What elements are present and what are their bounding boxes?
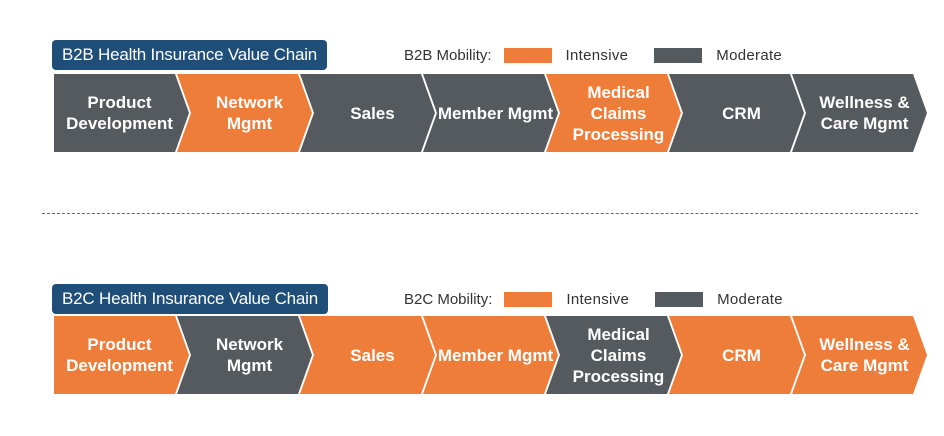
chain-step-label: Member Mgmt (437, 345, 554, 365)
intensive-swatch (504, 291, 553, 307)
chain-step: Medical Claims Processing (546, 74, 681, 152)
chain-step-label: Sales (350, 103, 395, 123)
intensive-legend-text: Intensive (566, 290, 630, 308)
chain-step-label: CRM (722, 345, 761, 365)
chain-step-label: Product Development (66, 335, 173, 375)
chain-step-label: Wellness & Care Mgmt (819, 93, 910, 133)
moderate-legend-text: Moderate (717, 290, 783, 308)
chain-step: Member Mgmt (423, 74, 558, 152)
b2b-value-chain: Product Development Network Mgmt Sales M… (0, 74, 944, 152)
chain-step-label: Member Mgmt (437, 103, 554, 123)
b2c-title: B2C Health Insurance Value Chain (52, 284, 328, 314)
chain-step: CRM (669, 74, 804, 152)
section-divider (42, 213, 918, 214)
chain-step-label: Network Mgmt (215, 335, 284, 375)
chain-step: Sales (300, 74, 435, 152)
chain-step-label: Sales (350, 345, 395, 365)
chain-step: Sales (300, 316, 435, 394)
b2c-panel: B2C Health Insurance Value Chain B2C Mob… (0, 276, 944, 436)
chain-step: Member Mgmt (423, 316, 558, 394)
b2b-title: B2B Health Insurance Value Chain (52, 40, 328, 70)
b2c-legend: B2C Mobility: Intensive Moderate (404, 288, 809, 310)
chain-step-label: Medical Claims Processing (572, 324, 665, 386)
chain-step: Wellness & Care Mgmt (792, 74, 927, 152)
chain-step-label: Network Mgmt (215, 93, 284, 133)
chain-step: Wellness & Care Mgmt (792, 316, 927, 394)
chain-step-label: CRM (722, 103, 761, 123)
chain-step: Network Mgmt (177, 74, 312, 152)
chain-step: Product Development (54, 74, 189, 152)
moderate-swatch (654, 47, 703, 63)
moderate-swatch (655, 291, 704, 307)
b2b-legend: B2B Mobility: Intensive Moderate (404, 44, 808, 66)
chain-step: Network Mgmt (177, 316, 312, 394)
b2b-panel: B2B Health Insurance Value Chain B2B Mob… (0, 32, 944, 192)
intensive-swatch (503, 47, 552, 63)
b2b-legend-label: B2B Mobility: (404, 46, 492, 64)
b2c-value-chain: Product Development Network Mgmt Sales M… (0, 316, 944, 394)
chain-step-label: Medical Claims Processing (572, 82, 665, 144)
chain-step-label: Product Development (66, 93, 173, 133)
chain-step: CRM (669, 316, 804, 394)
chain-step: Product Development (54, 316, 189, 394)
chain-step-label: Wellness & Care Mgmt (819, 335, 910, 375)
moderate-legend-text: Moderate (716, 46, 783, 64)
chain-step: Medical Claims Processing (546, 316, 681, 394)
intensive-legend-text: Intensive (565, 46, 629, 64)
b2c-legend-label: B2C Mobility: (404, 290, 493, 308)
